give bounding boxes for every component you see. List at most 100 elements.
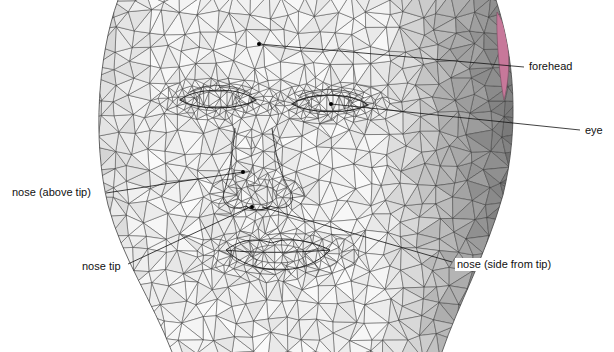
- mesh-triangle: [204, 92, 209, 106]
- mesh-triangle: [220, 92, 227, 106]
- mesh-triangle: [508, 81, 519, 101]
- mesh-triangle: [101, 101, 113, 116]
- mesh-triangle: [98, 115, 118, 136]
- mesh-triangle: [219, 242, 227, 251]
- mesh-triangle: [305, 63, 316, 78]
- mesh-triangle: [466, 239, 484, 255]
- mesh-triangle: [75, 10, 81, 63]
- mesh-triangle: [238, 189, 242, 198]
- mesh-triangle: [506, 221, 524, 232]
- mesh-triangle: [152, 339, 166, 352]
- right-eyelid: [298, 89, 364, 98]
- mesh-triangle: [256, 115, 270, 134]
- mesh-triangle: [216, 299, 232, 316]
- mesh-triangle: [490, 319, 505, 340]
- mesh-triangle: [503, 282, 523, 299]
- mesh-triangle: [280, 62, 304, 80]
- mesh-triangle: [83, 148, 99, 169]
- mesh-triangle: [128, 10, 151, 31]
- mesh-triangle: [113, 1, 135, 12]
- mesh-triangle: [354, 245, 359, 251]
- mesh-triangle: [370, 134, 390, 154]
- mesh-triangle: [509, 323, 518, 334]
- mesh-triangle: [390, 0, 403, 12]
- mesh-triangle: [164, 0, 180, 12]
- mesh-triangle: [78, 168, 95, 181]
- mesh-triangle: [523, 133, 527, 184]
- mesh-triangle: [81, 132, 99, 149]
- mesh-triangle: [94, 52, 115, 69]
- mesh-triangle: [269, 0, 281, 19]
- mesh-triangle: [469, 340, 491, 351]
- mesh-triangle: [390, 248, 401, 270]
- mesh-triangle: [507, 35, 525, 48]
- leader-line: [106, 172, 243, 193]
- mesh-triangle: [268, 332, 288, 352]
- mesh-triangle: [79, 305, 100, 319]
- mesh-triangle: [354, 152, 372, 168]
- mesh-triangle: [250, 15, 271, 30]
- mesh-triangle: [474, 319, 490, 340]
- mesh-triangle: [518, 0, 525, 18]
- mesh-triangle: [400, 18, 425, 35]
- mesh-triangle: [148, 249, 167, 272]
- mesh-triangle: [232, 93, 236, 97]
- mesh-triangle: [286, 261, 296, 268]
- mesh-triangle: [503, 299, 523, 321]
- mesh-triangle: [263, 151, 274, 161]
- mesh-triangle: [109, 298, 135, 318]
- mesh-triangle: [100, 318, 109, 332]
- leader-line: [262, 207, 452, 262]
- mesh-triangle: [521, 0, 525, 35]
- mesh-triangle: [289, 110, 296, 118]
- mesh-triangle: [194, 98, 197, 101]
- mesh-triangle: [507, 18, 524, 35]
- mesh-triangle: [234, 337, 253, 352]
- mesh-triangle: [81, 32, 99, 50]
- mesh-triangle: [333, 95, 339, 110]
- mesh-triangle: [357, 305, 365, 324]
- mesh-triangle: [268, 234, 280, 239]
- mesh-triangle: [150, 33, 165, 47]
- mesh-triangle: [82, 31, 98, 47]
- mesh-triangle: [99, 27, 116, 53]
- mesh-triangle: [520, 48, 526, 119]
- mesh-triangle: [209, 92, 220, 106]
- mesh-triangle: [283, 136, 302, 152]
- mesh-triangle: [301, 204, 314, 222]
- nose-right: [270, 128, 293, 208]
- mesh-triangle: [165, 130, 185, 155]
- mesh-triangle: [194, 97, 197, 99]
- mesh-triangle: [128, 342, 151, 352]
- mesh-triangle: [164, 321, 182, 339]
- mesh-triangle: [352, 19, 366, 35]
- mesh-triangle: [382, 97, 390, 103]
- mesh-triangle: [275, 105, 285, 113]
- mesh-triangle: [371, 340, 383, 352]
- mesh-triangle: [289, 118, 303, 135]
- mesh-triangle: [75, 198, 76, 333]
- mesh-triangle: [509, 151, 523, 170]
- mesh-triangle: [375, 92, 382, 100]
- mesh-triangle: [296, 229, 306, 234]
- mesh-triangle: [100, 298, 113, 318]
- mesh-triangle: [245, 210, 257, 217]
- mesh-triangle: [196, 63, 216, 78]
- mesh-triangle: [85, 350, 97, 352]
- mesh-triangle: [229, 13, 250, 29]
- mesh-triangle: [232, 247, 237, 261]
- mesh-triangle: [356, 64, 371, 87]
- left-eyelid: [190, 86, 252, 95]
- mesh-triangle: [459, 289, 472, 306]
- mesh-triangle: [304, 119, 320, 124]
- mesh-triangle: [235, 97, 240, 101]
- mesh-triangle: [278, 269, 285, 282]
- mesh-triangle: [251, 197, 260, 204]
- mesh-triangle: [484, 236, 504, 254]
- mesh-triangle: [165, 130, 178, 151]
- mesh-triangle: [82, 0, 97, 12]
- mesh-triangle: [75, 320, 99, 333]
- mesh-triangle: [301, 340, 316, 352]
- mesh-triangle: [78, 94, 84, 132]
